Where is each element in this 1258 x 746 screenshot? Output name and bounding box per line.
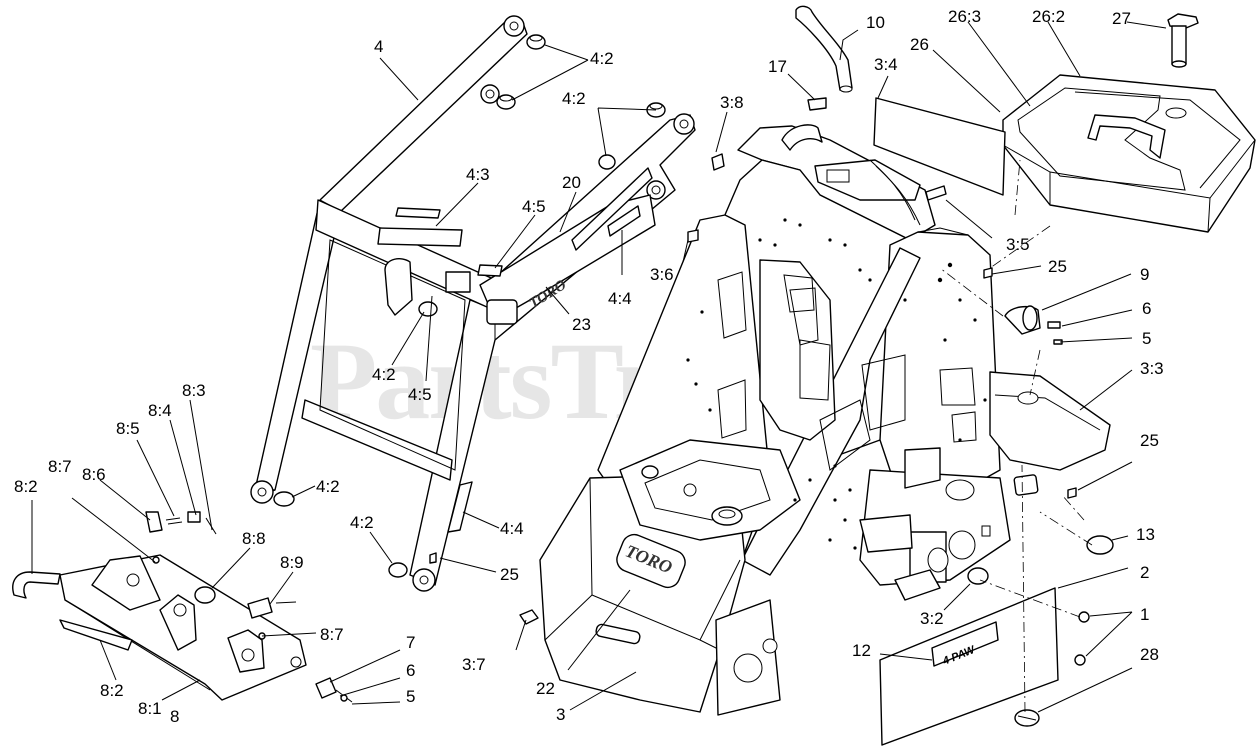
callout-3-6: 3:6 (650, 265, 674, 284)
callout-12: 12 (852, 641, 871, 660)
seat-platform-part (1002, 74, 1256, 233)
callout-8-6: 8:6 (82, 465, 106, 484)
callout-22: 22 (536, 679, 555, 698)
callout-26: 26 (910, 35, 929, 54)
callout-3: 3 (556, 705, 565, 724)
lift-arm-assembly-part: TORO (250, 15, 696, 592)
callout-26-2: 26:2 (1032, 7, 1065, 26)
callout-6: 6 (406, 661, 415, 680)
callout-3-8: 3:8 (720, 93, 744, 112)
callout-8-7: 8:7 (320, 625, 344, 644)
cover-plate-2-part (879, 587, 1059, 746)
callout-4-2: 4:2 (316, 477, 340, 496)
callout-5: 5 (406, 687, 415, 706)
callout-8-8: 8:8 (242, 529, 266, 548)
callout-20: 20 (562, 173, 581, 192)
callout-3-4: 3:4 (874, 55, 898, 74)
assembly-centerlines (939, 159, 1093, 713)
callout-3-2: 3:2 (920, 609, 944, 628)
decal-3-4-part (873, 97, 1006, 196)
callout-28: 28 (1140, 645, 1159, 664)
callout-25: 25 (500, 565, 519, 584)
main-frame-part (539, 124, 1111, 716)
callout-17: 17 (768, 57, 787, 76)
callout-9: 9 (1140, 265, 1149, 284)
callout-3-7: 3:7 (462, 655, 486, 674)
callout-6: 6 (1142, 299, 1151, 318)
callout-4: 4 (374, 37, 383, 56)
callout-25: 25 (1140, 431, 1159, 450)
callout-4-5: 4:5 (408, 385, 432, 404)
callout-23: 23 (572, 315, 591, 334)
callout-27: 27 (1112, 9, 1131, 28)
callout-4-2: 4:2 (350, 513, 374, 532)
callout-8-2: 8:2 (14, 477, 38, 496)
hardware-parts (519, 97, 1114, 727)
callout-4-2: 4:2 (372, 365, 396, 384)
quick-attach-part (12, 511, 353, 703)
callout-8-4: 8:4 (148, 401, 172, 420)
callout-8-3: 8:3 (182, 381, 206, 400)
callout-13: 13 (1136, 525, 1155, 544)
callout-1: 1 (1140, 605, 1149, 624)
callout-4-5: 4:5 (522, 197, 546, 216)
callout-3-3: 3:3 (1140, 359, 1164, 378)
callout-10: 10 (866, 13, 885, 32)
callout-4-4: 4:4 (500, 519, 524, 538)
callout-2: 2 (1140, 563, 1149, 582)
toro-nameplate: TORO (616, 533, 686, 589)
callout-8-1: 8:1 (138, 699, 162, 718)
callout-25: 25 (1048, 257, 1067, 276)
callout-4-3: 4:3 (466, 165, 490, 184)
callout-8-5: 8:5 (116, 419, 140, 438)
callout-5: 5 (1142, 329, 1151, 348)
callout-26-3: 26:3 (948, 7, 981, 26)
callout-8-7: 8:7 (48, 457, 72, 476)
leader-lines (31, 21, 1167, 713)
callout-4-2: 4:2 (562, 89, 586, 108)
callout-4-2: 4:2 (590, 49, 614, 68)
bushing-parts (273, 34, 666, 578)
callout-4-4: 4:4 (608, 289, 632, 308)
pin-27-part (1167, 13, 1199, 68)
handle-10-part (795, 5, 853, 93)
callout-3-5: 3:5 (1006, 235, 1030, 254)
callout-labels: 4 4:2 4:2 4:3 4:5 20 4:4 23 4:2 4:5 4:2 … (14, 7, 1164, 726)
callout-7: 7 (406, 633, 415, 652)
callout-8-9: 8:9 (280, 553, 304, 572)
callout-8: 8 (170, 707, 179, 726)
callout-8-2: 8:2 (100, 681, 124, 700)
